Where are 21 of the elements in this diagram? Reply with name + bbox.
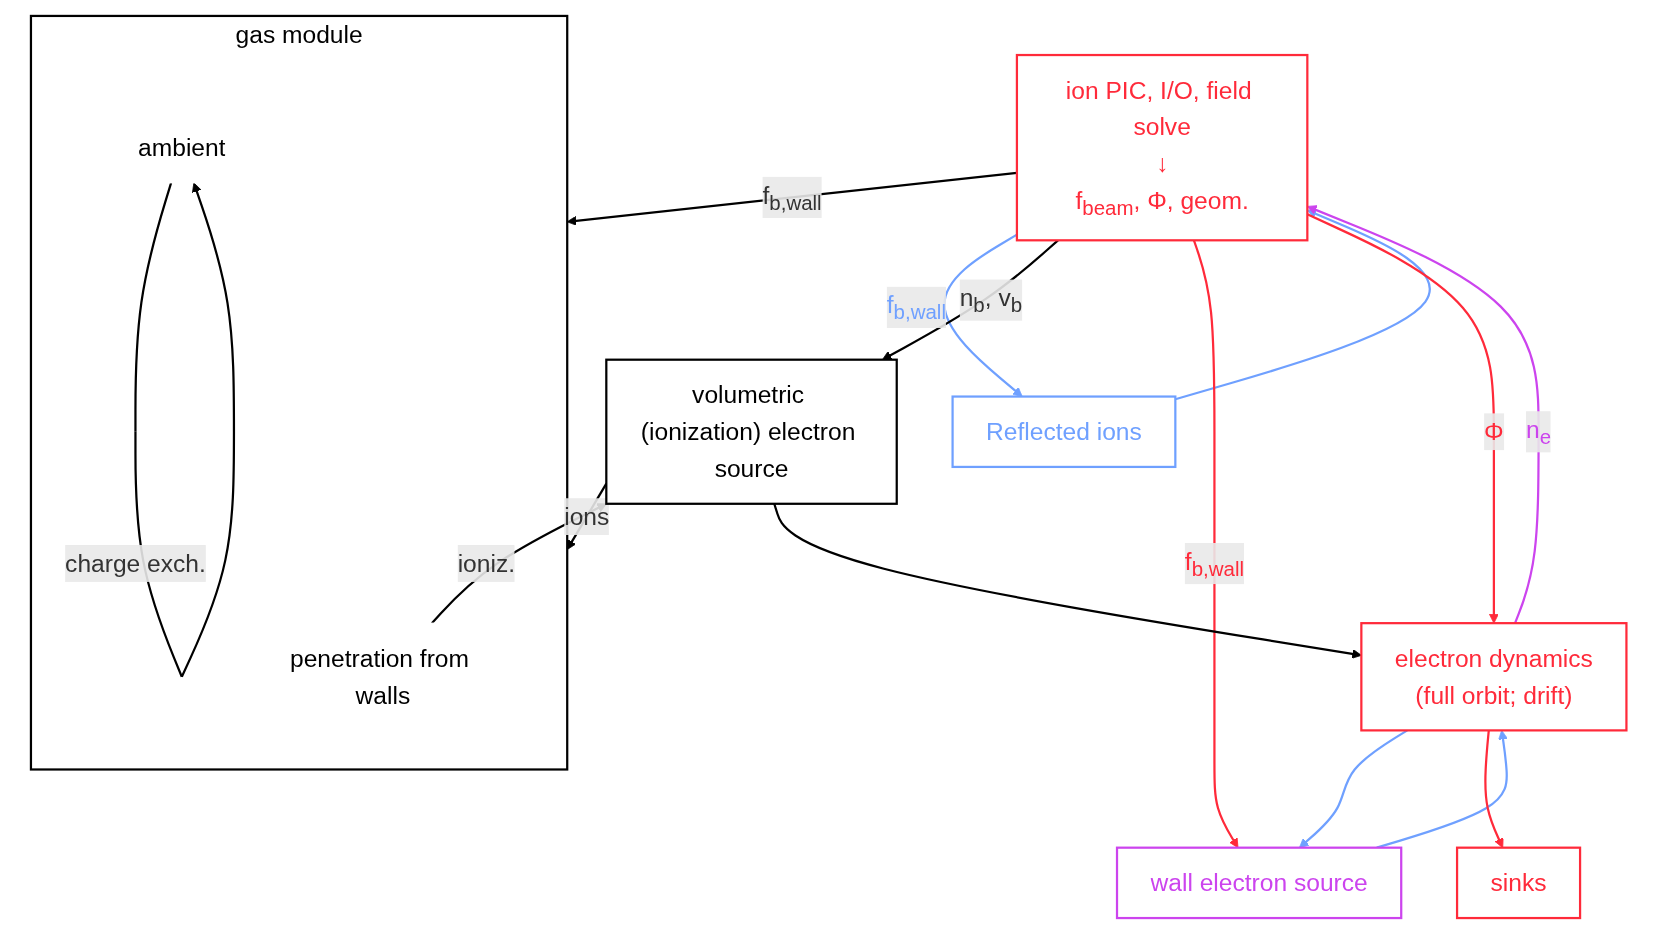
arrow bbox=[567, 171, 1018, 226]
edge-label: charge exch. bbox=[65, 549, 207, 577]
edge-label: Φ bbox=[1484, 417, 1505, 446]
arrow bbox=[943, 233, 1023, 397]
edge-label: ioniz. bbox=[457, 549, 516, 577]
arrow bbox=[1175, 208, 1431, 400]
node-box: electron dynamics (full orbit; drift) bbox=[1360, 621, 1628, 731]
edge-label: f$_{b,wall}$ bbox=[887, 290, 947, 324]
node-text: ambient bbox=[138, 133, 226, 162]
node-box: ion PIC, I/O, field solve ↓ f$_{beam}$, Φ, geom. bbox=[1016, 53, 1309, 241]
node-text: penetration from walls bbox=[290, 643, 470, 709]
edge-label: f$_{b,wall}$ bbox=[1185, 546, 1245, 580]
edge-label: f$_{b,wall}$ bbox=[762, 180, 822, 214]
node-box: wall electron source bbox=[1116, 846, 1403, 919]
node-box: sinks bbox=[1456, 846, 1582, 919]
arrow bbox=[1193, 239, 1239, 848]
arrow bbox=[1484, 729, 1504, 848]
node-box: volumetric (ionization) electron source bbox=[605, 358, 899, 505]
edge-label: n$_{e}$ bbox=[1526, 415, 1552, 448]
node-box: Reflected ions bbox=[951, 394, 1177, 468]
edge-label: n$_{b}$, v$_{b}$ bbox=[959, 283, 1023, 317]
